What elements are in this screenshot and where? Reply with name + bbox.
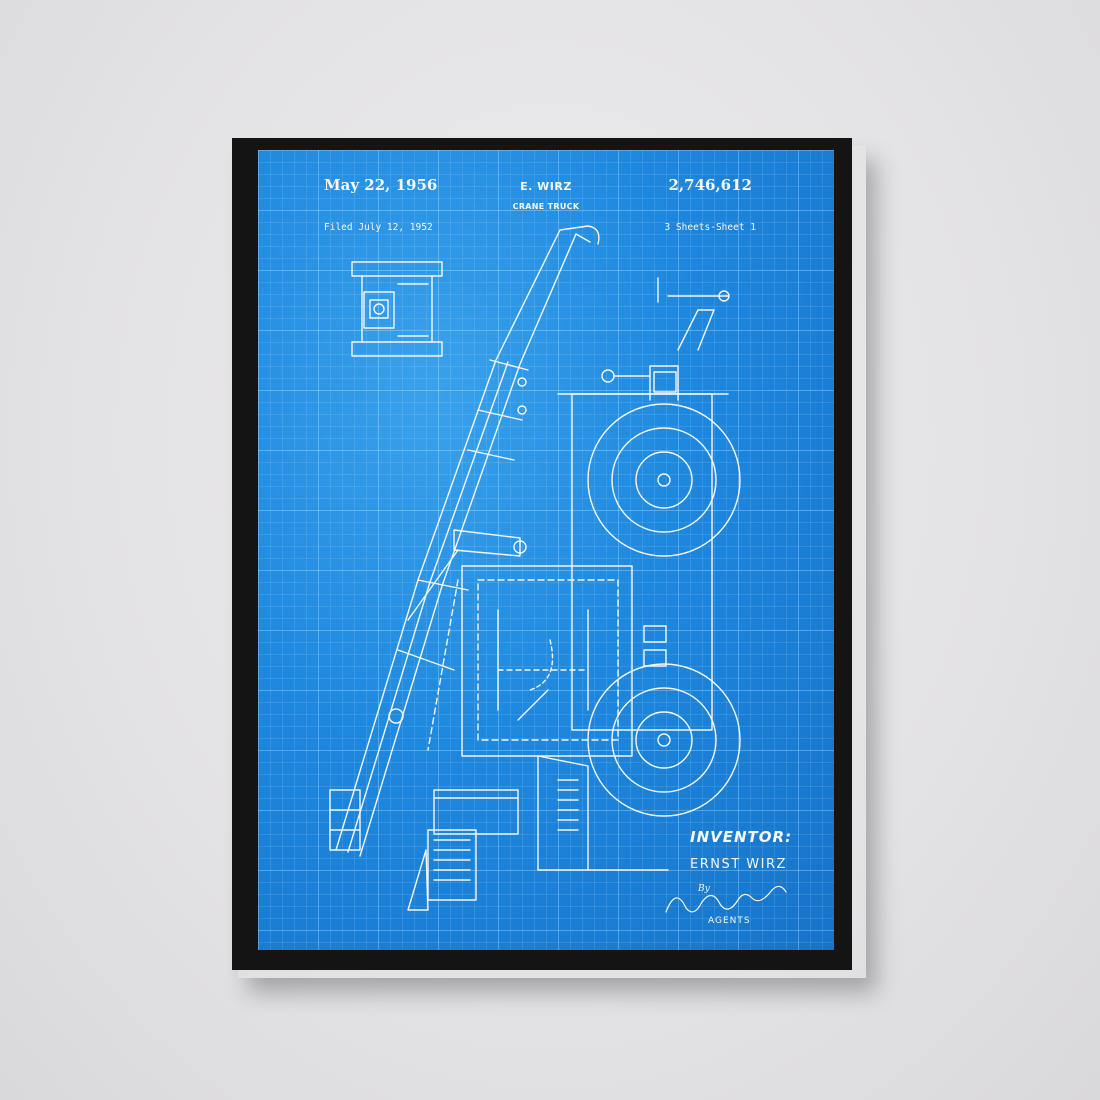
agents-label: AGENTS xyxy=(708,916,751,926)
boom-support xyxy=(407,529,527,621)
fig3-detail xyxy=(407,789,519,911)
patent-title: CRANE TRUCK xyxy=(512,202,580,211)
steering-column xyxy=(601,277,730,401)
truck-body xyxy=(427,393,729,871)
wheels xyxy=(587,403,741,817)
inventor-name: ERNST WIRZ xyxy=(690,857,787,872)
blueprint-print: May 22, 1956 E. WIRZ CRANE TRUCK 2,746,6… xyxy=(258,150,834,950)
filed-date: Filed July 12, 1952 xyxy=(324,222,433,233)
inventor-header: E. WIRZ xyxy=(520,180,572,193)
patent-number: 2,746,612 xyxy=(668,176,752,194)
fig2-detail xyxy=(351,261,443,357)
patent-date: May 22, 1956 xyxy=(324,176,438,194)
crane-truck-drawing xyxy=(329,225,787,913)
crane-boom xyxy=(329,225,600,857)
inventor-label: INVENTOR: xyxy=(690,828,793,846)
agent-signature xyxy=(665,885,787,913)
sheet-count: 3 Sheets-Sheet 1 xyxy=(664,222,756,233)
by-label: By xyxy=(698,884,710,894)
